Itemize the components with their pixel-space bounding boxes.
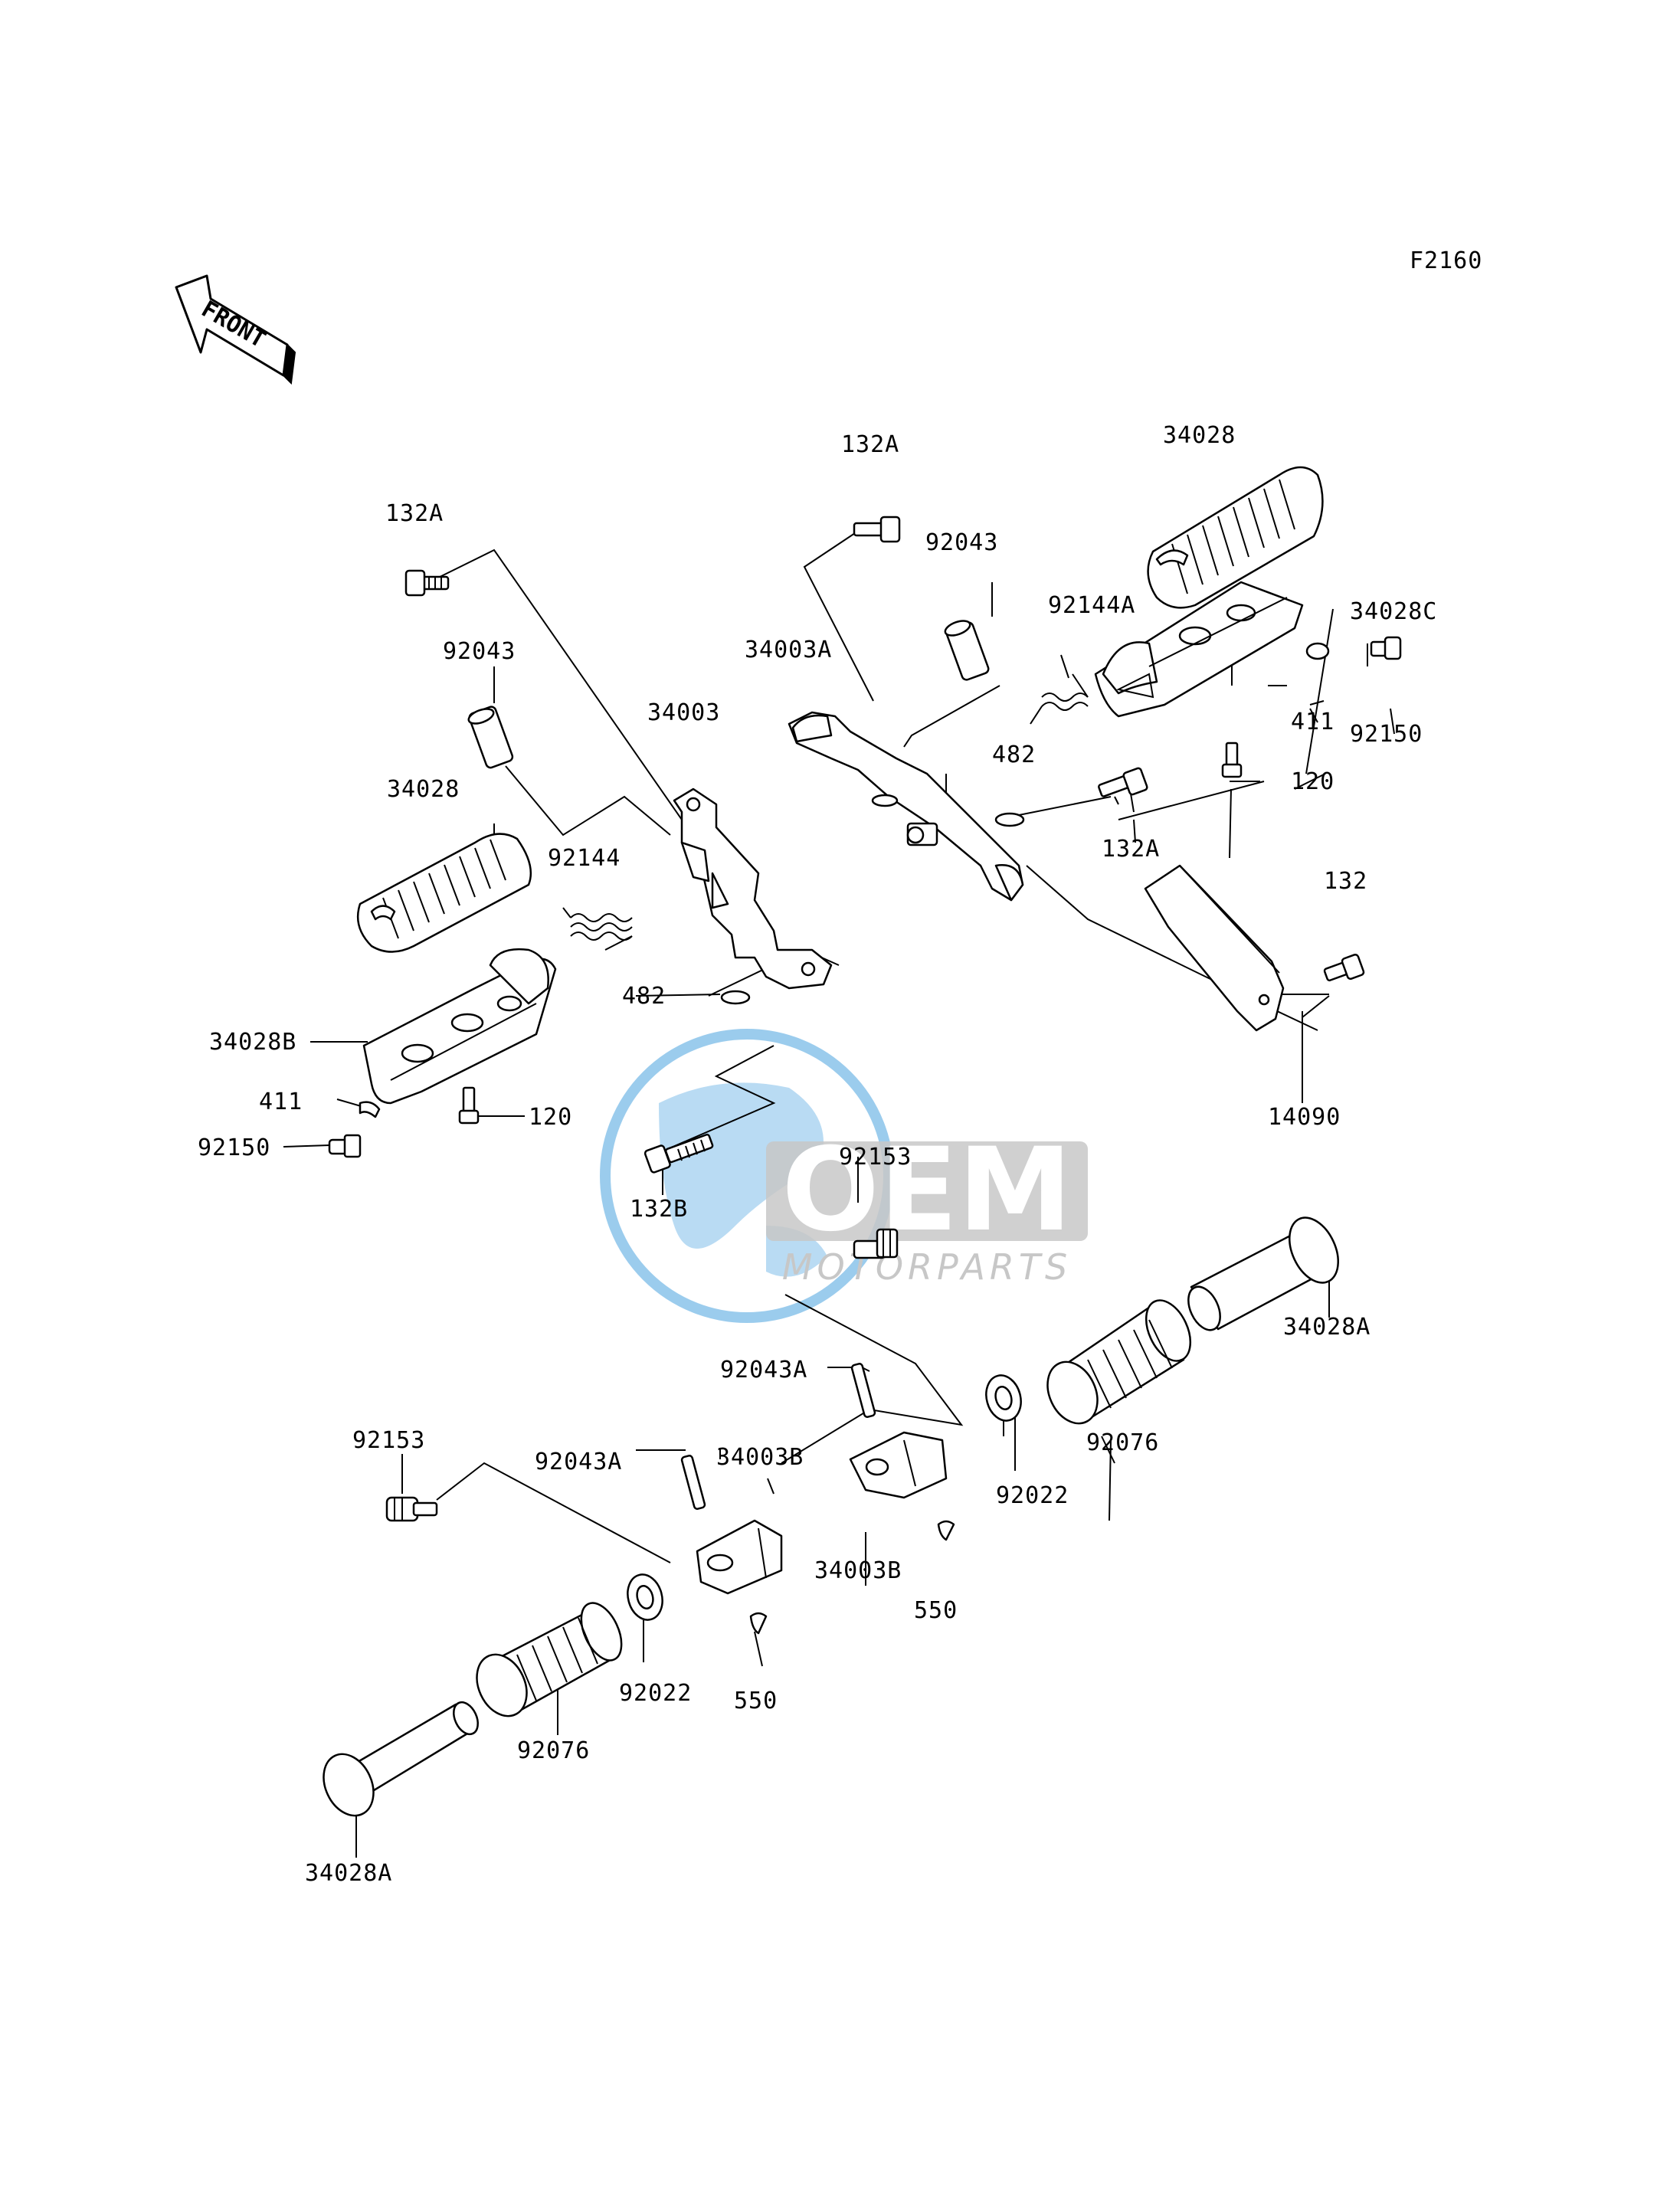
callout-92043a-right: 92043A: [720, 1357, 807, 1383]
clip-411-right: [1305, 642, 1330, 660]
spring-92144: [562, 907, 633, 951]
screw-92150-left: [328, 1134, 362, 1158]
callout-92144a: 92144A: [1048, 592, 1135, 619]
callout-34028-left: 34028: [387, 776, 460, 803]
pin-92043a-right: [850, 1363, 876, 1418]
bolt-92153-center: [853, 1228, 899, 1259]
callout-92150-right: 92150: [1350, 721, 1423, 748]
callout-132a-top-right: 132A: [841, 431, 899, 458]
callout-34028b: 34028B: [209, 1029, 296, 1056]
footpeg-34028b: [362, 948, 557, 1105]
callout-411-right: 411: [1291, 709, 1335, 735]
callout-34003: 34003: [647, 699, 720, 726]
callout-92043-left: 92043: [443, 638, 516, 665]
callout-34028-right: 34028: [1163, 422, 1236, 449]
screw-92150-right: [1370, 636, 1402, 660]
callout-92043a-left: 92043A: [535, 1449, 622, 1475]
callout-132a-middle-right: 132A: [1102, 836, 1160, 863]
bolt-132a-middle-right: [1098, 767, 1148, 797]
bracket-34003: [673, 787, 833, 990]
callout-92022-right: 92022: [996, 1482, 1069, 1509]
watermark-brand: OEM: [781, 1124, 1072, 1257]
clip-411-left: [359, 1101, 381, 1118]
peg-shaft-34028a-right: [1187, 1216, 1339, 1331]
leader-lines: [283, 528, 1395, 1858]
pin-92043-right: [944, 620, 990, 681]
callout-482-left: 482: [622, 983, 666, 1010]
footpeg-rubber-34028-right: [1147, 466, 1324, 609]
bolt-132: [1323, 953, 1365, 982]
footpeg-rubber-34028-left: [356, 833, 532, 953]
washer-92022-right: [985, 1374, 1022, 1422]
callout-34028a-right: 34028A: [1283, 1314, 1371, 1341]
peg-rubber-92076-left: [476, 1602, 623, 1717]
callout-132: 132: [1324, 868, 1367, 895]
callout-120-left: 120: [529, 1104, 572, 1131]
callout-92150-left: 92150: [198, 1135, 270, 1161]
callout-132a-left: 132A: [385, 500, 444, 527]
bolt-132b: [644, 1133, 714, 1174]
callout-550-left: 550: [734, 1688, 778, 1714]
front-arrow-icon: FRONT: [175, 274, 296, 385]
callout-92153-center: 92153: [839, 1144, 912, 1171]
figure-code: F2160: [1410, 247, 1482, 274]
callout-14090: 14090: [1268, 1104, 1341, 1131]
callout-132b: 132B: [630, 1196, 688, 1223]
screw-120-right: [1221, 742, 1243, 778]
pin-92043a-left: [680, 1455, 706, 1510]
pin-92043-left: [467, 706, 514, 769]
bolt-132a-top-right: [853, 516, 901, 543]
callout-34003a: 34003A: [745, 637, 832, 663]
callout-92144: 92144: [548, 845, 621, 872]
callout-411-left: 411: [259, 1089, 303, 1115]
callout-92076-left: 92076: [517, 1737, 590, 1764]
spring-92144a: [1030, 673, 1089, 725]
peg-holder-34003b-left: [696, 1519, 783, 1595]
peg-shaft-34028a-left: [323, 1701, 479, 1817]
callout-92153-left: 92153: [352, 1427, 425, 1454]
washer-482-left: [720, 990, 751, 1005]
callout-550-right: 550: [914, 1597, 958, 1624]
callout-92076-right: 92076: [1086, 1429, 1159, 1456]
callout-34003b-upper: 34003B: [716, 1444, 804, 1471]
cotter-pin-550-right: [937, 1520, 955, 1541]
callout-34003b-lower: 34003B: [814, 1557, 902, 1584]
washer-482-right: [994, 812, 1025, 827]
heel-guard-14090: [1144, 864, 1285, 1032]
callout-92043-right: 92043: [925, 529, 998, 556]
callout-92022-left: 92022: [619, 1680, 692, 1707]
bolt-132a-left: [404, 569, 450, 597]
oem-watermark: OEM MOTORPARTS: [600, 1029, 1088, 1323]
callout-482-right: 482: [992, 742, 1036, 768]
peg-rubber-92076-right: [1046, 1299, 1192, 1425]
callout-120-right: 120: [1291, 768, 1335, 795]
peg-holder-34003b-right: [849, 1431, 948, 1499]
callout-34028a-left: 34028A: [305, 1860, 392, 1887]
screw-120-left: [458, 1086, 480, 1125]
footpeg-34028c: [1094, 581, 1304, 718]
cotter-pin-550-left: [749, 1612, 768, 1635]
washer-92022-left: [627, 1573, 663, 1621]
bracket-34003a: [788, 711, 1024, 902]
bolt-92153-left: [385, 1496, 438, 1522]
callout-34028c: 34028C: [1350, 598, 1437, 625]
watermark-subtitle: MOTORPARTS: [782, 1246, 1072, 1288]
callout-labels: 132A 92043 34028 34003 92144 482 34028B …: [198, 422, 1437, 1887]
watermark-globe: [600, 1029, 894, 1323]
